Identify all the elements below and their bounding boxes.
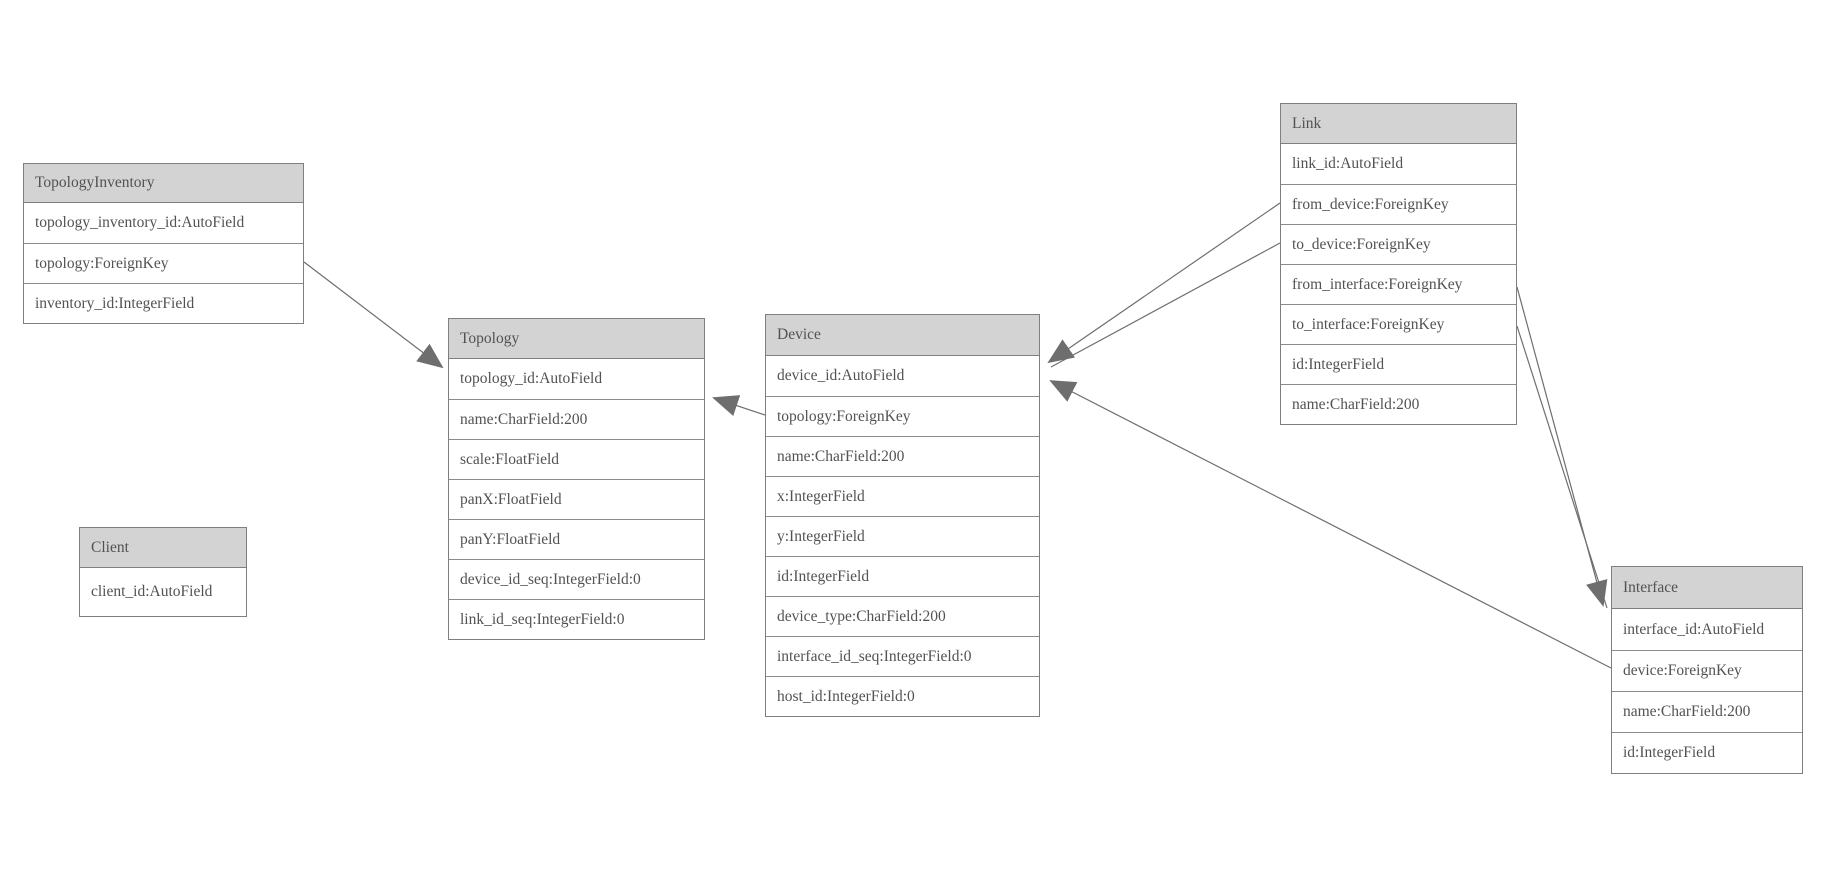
entity-title-topology: Topology — [449, 319, 704, 359]
field-row-link-6: name:CharField:200 — [1281, 384, 1516, 424]
entity-interface: Interface interface_id:AutoField device:Fo… — [1611, 566, 1803, 774]
field-row-interface-0: interface_id:AutoField — [1623, 620, 1765, 638]
field-row-link-1: from_device:ForeignKey — [1281, 184, 1516, 224]
field-row-topology-inventory-2: inventory_id:IntegerField — [24, 283, 303, 323]
field-row-topology-6: link_id_seq:IntegerField:0 — [449, 599, 704, 639]
entity-device: Device device_id:AutoField topology:Foreig… — [765, 314, 1040, 717]
relation-interface-device-to-device — [1049, 380, 1612, 669]
entity-title-link: Link — [1281, 104, 1516, 144]
field-row-device-8: host_id:IntegerField:0 — [766, 676, 1039, 716]
field-row-device-3: x:IntegerField — [766, 476, 1039, 516]
field-row-topology-4: panY:FloatField — [449, 519, 704, 559]
field-row-interface-1: device:ForeignKey — [1612, 650, 1802, 691]
field-row-topology-5: device_id_seq:IntegerField:0 — [449, 559, 704, 599]
field-row-device-6: device_type:CharField:200 — [766, 596, 1039, 636]
entity-topology: Topology topology_id:AutoField name:CharFi… — [448, 318, 705, 640]
relation-link-to_interface-to-interface — [1516, 325, 1608, 609]
entity-title-topology-inventory: TopologyInventory — [24, 164, 303, 203]
field-row-link-0: link_id:AutoField — [1292, 155, 1404, 172]
relation-link-from_device-to-device — [1047, 202, 1281, 364]
field-row-link-4: to_interface:ForeignKey — [1281, 304, 1516, 344]
relation-link-from_interface-to-interface — [1516, 286, 1608, 607]
entity-client: Client client_id:AutoField — [79, 527, 247, 617]
field-row-link-3: from_interface:ForeignKey — [1281, 264, 1516, 304]
field-row-topology-2: scale:FloatField — [449, 439, 704, 479]
entity-title-client: Client — [80, 528, 246, 568]
field-row-device-0: device_id:AutoField — [777, 367, 905, 384]
entity-title-device: Device — [766, 315, 1039, 356]
relation-link-to_device-to-device — [1050, 242, 1281, 368]
field-row-link-5: id:IntegerField — [1281, 344, 1516, 384]
field-row-link-2: to_device:ForeignKey — [1281, 224, 1516, 264]
field-row-interface-3: id:IntegerField — [1612, 732, 1802, 773]
relation-topologyinventory-topology-to-topology — [303, 261, 444, 369]
field-row-device-4: y:IntegerField — [766, 516, 1039, 556]
field-row-topology-inventory-1: topology:ForeignKey — [24, 243, 303, 283]
relation-device-topology-to-topology — [712, 395, 766, 417]
field-row-client-0: client_id:AutoField — [91, 583, 213, 600]
field-row-topology-1: name:CharField:200 — [449, 399, 704, 439]
field-row-device-2: name:CharField:200 — [766, 436, 1039, 476]
entity-title-interface: Interface — [1612, 567, 1802, 609]
field-row-topology-inventory-0: topology_inventory_id:AutoField — [35, 214, 245, 231]
field-row-topology-3: panX:FloatField — [449, 479, 704, 519]
field-row-device-1: topology:ForeignKey — [766, 396, 1039, 436]
field-row-interface-2: name:CharField:200 — [1612, 691, 1802, 732]
entity-topology-inventory: TopologyInventory topology_inventory_id:A… — [23, 163, 304, 324]
field-row-device-7: interface_id_seq:IntegerField:0 — [766, 636, 1039, 676]
field-row-topology-0: topology_id:AutoField — [460, 370, 603, 387]
field-row-device-5: id:IntegerField — [766, 556, 1039, 596]
entity-link: Link link_id:AutoField from_device:Foreign… — [1280, 103, 1517, 425]
